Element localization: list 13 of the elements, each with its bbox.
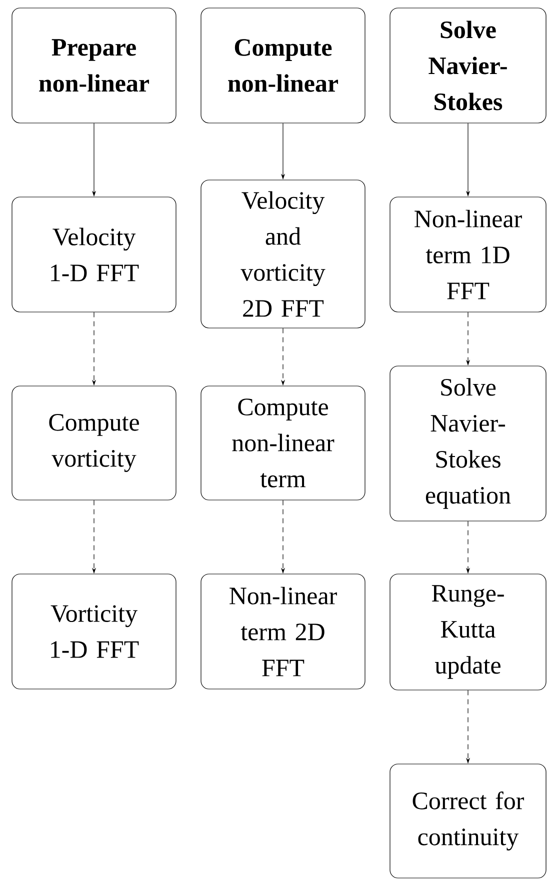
process-box: Non-linear term 1D FFT xyxy=(390,196,546,312)
process-box: Compute vorticity xyxy=(12,386,176,500)
process-box: Velocity and vorticity 2D FFT xyxy=(200,180,366,328)
process-box: Correct for continuity xyxy=(390,764,546,878)
heading-box: Compute non-linear xyxy=(200,8,366,124)
process-box: Non-linear term 2D FFT xyxy=(200,574,366,690)
process-box: Velocity 1-D FFT xyxy=(12,196,176,312)
process-box: Solve Navier-Stokes equation xyxy=(390,366,546,522)
process-box: Vorticity 1-D FFT xyxy=(12,574,176,690)
process-box: Compute non-linear term xyxy=(200,386,366,500)
heading-box: Solve Navier-Stokes xyxy=(390,8,546,124)
process-box: Runge-Kutta update xyxy=(390,574,546,690)
heading-box: Prepare non-linear xyxy=(12,8,176,124)
